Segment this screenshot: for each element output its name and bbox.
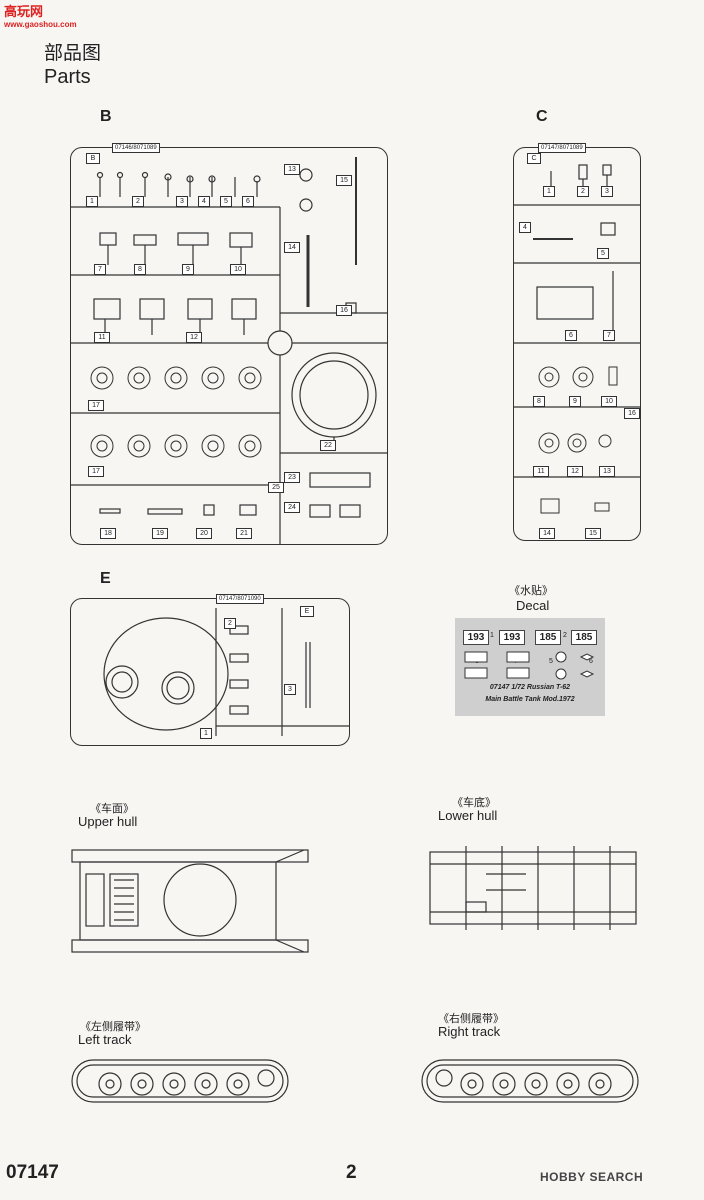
sprue-c-part-9: 9 (569, 396, 581, 407)
right-track-drawing (421, 1059, 639, 1103)
sprue-c-part-3: 3 (601, 186, 613, 197)
sprue-c-part-7: 7 (603, 330, 615, 341)
sprue-b-part-5: 5 (220, 196, 232, 207)
lower-hull-drawing (429, 846, 637, 930)
sprue-b-part-4: 4 (198, 196, 210, 207)
page-title-cn: 部品图 (44, 42, 102, 64)
sprue-b-part-18: 18 (100, 528, 116, 539)
sprue-b-part-16: 16 (336, 305, 352, 316)
sprue-e-part-1: 1 (200, 728, 212, 739)
sprue-c-label: C (536, 108, 548, 125)
decal-line-1: 07147 1/72 Russian T-62 (489, 684, 571, 691)
sprue-b-part-22: 22 (320, 440, 336, 451)
sprue-c-code: 07147/8071089 (538, 143, 586, 153)
lower-hull-caption-cn: 《车底》 (452, 796, 496, 809)
sprue-c-part-6: 6 (565, 330, 577, 341)
sprue-c-part-5: 5 (597, 248, 609, 259)
right-track-caption-en: Right track (438, 1024, 501, 1039)
decal-index: 6 (589, 658, 593, 665)
sprue-b-part-24: 24 (284, 502, 300, 513)
sprue-b-part-25: 25 (268, 482, 284, 493)
sprue-b-part-3: 3 (176, 196, 188, 207)
page-title-en: Parts (44, 66, 91, 88)
sprue-b-part-10: 10 (230, 264, 246, 275)
sprue-c-tag: C (527, 153, 541, 164)
sprue-b-part-6: 6 (242, 196, 254, 207)
sprue-e-drawing (103, 608, 350, 736)
sprue-e-frame (70, 598, 350, 746)
upper-hull-drawing (71, 849, 309, 953)
sprue-c-part-2: 2 (577, 186, 589, 197)
sprue-b-part-1: 1 (86, 196, 98, 207)
sprue-b-part-19: 19 (152, 528, 168, 539)
sprue-c-part-16: 16 (624, 408, 640, 419)
decal-sheet: 193 1 193 185 2 185 3 4 5 6 07147 1/72 R… (455, 618, 605, 716)
decal-index: 5 (549, 658, 553, 665)
sprue-b-part-23: 23 (284, 472, 300, 483)
sprue-c-part-4: 4 (519, 222, 531, 233)
decal-number: 185 (571, 630, 597, 645)
decal-caption-cn: 《水贴》 (509, 584, 553, 597)
sprue-c-part-14: 14 (539, 528, 555, 539)
sprue-b-part-12: 12 (186, 332, 202, 343)
left-track-caption-en: Left track (78, 1032, 132, 1047)
decal-number: 185 (535, 630, 561, 645)
sprue-b-code: 07146/8071089 (112, 143, 160, 153)
sprue-b-part-8: 8 (134, 264, 146, 275)
sprue-c-part-15: 15 (585, 528, 601, 539)
right-track-caption-cn: 《右侧履带》 (438, 1012, 504, 1025)
sprue-b-part-20: 20 (196, 528, 212, 539)
sprue-c-drawing (513, 164, 641, 514)
sprue-b-part-17a: 17 (88, 400, 104, 411)
sprue-e-code: 07147/8071090 (216, 594, 264, 604)
decal-caption-en: Decal (516, 598, 550, 613)
watermark-logo: 高玩网 www.gaoshou.com (4, 5, 77, 36)
sprue-b-frame (70, 147, 388, 545)
decal-number: 193 (499, 630, 525, 645)
sprue-c-part-12: 12 (567, 466, 583, 477)
sprue-b-part-11: 11 (94, 332, 110, 343)
sprue-b-part-9: 9 (182, 264, 194, 275)
watermark-url: www.gaoshou.com (4, 20, 77, 29)
sprue-b-part-14: 14 (284, 242, 300, 253)
sprue-b-part-21: 21 (236, 528, 252, 539)
sprue-b-part-13: 13 (284, 164, 300, 175)
upper-hull-caption-cn: 《车面》 (90, 802, 134, 815)
sprue-e-tag: E (300, 606, 314, 617)
decal-index: 2 (563, 632, 567, 639)
kit-number: 07147 (6, 1162, 59, 1183)
sprue-b-part-15: 15 (336, 175, 352, 186)
sprue-c-part-10: 10 (601, 396, 617, 407)
sprue-c-part-11: 11 (533, 466, 549, 477)
sprue-b-tag: B (86, 153, 100, 164)
sprue-e-label: E (100, 570, 111, 587)
sprue-b-part-7: 7 (94, 264, 106, 275)
page-number: 2 (346, 1162, 357, 1183)
sprue-b-drawing (70, 157, 388, 545)
lower-hull-caption-en: Lower hull (438, 808, 498, 823)
watermark-name: 高玩网 (4, 5, 44, 20)
sprue-b-label: B (100, 108, 112, 125)
left-track-caption-cn: 《左侧履带》 (80, 1020, 146, 1033)
sprue-c-part-13: 13 (599, 466, 615, 477)
sprue-e-part-3: 3 (284, 684, 296, 695)
decal-line-2: Main Battle Tank Mod.1972 (485, 696, 575, 703)
left-track-drawing (71, 1059, 289, 1103)
sprue-e-part-2: 2 (224, 618, 236, 629)
decal-number: 193 (463, 630, 489, 645)
sprue-c-part-8: 8 (533, 396, 545, 407)
sprue-b-part-2: 2 (132, 196, 144, 207)
upper-hull-caption-en: Upper hull (78, 814, 138, 829)
brand-watermark: HOBBY SEARCH (540, 1170, 644, 1184)
sprue-c-part-1: 1 (543, 186, 555, 197)
sprue-b-part-17b: 17 (88, 466, 104, 477)
decal-index: 1 (490, 632, 494, 639)
decal-marks (464, 651, 595, 680)
